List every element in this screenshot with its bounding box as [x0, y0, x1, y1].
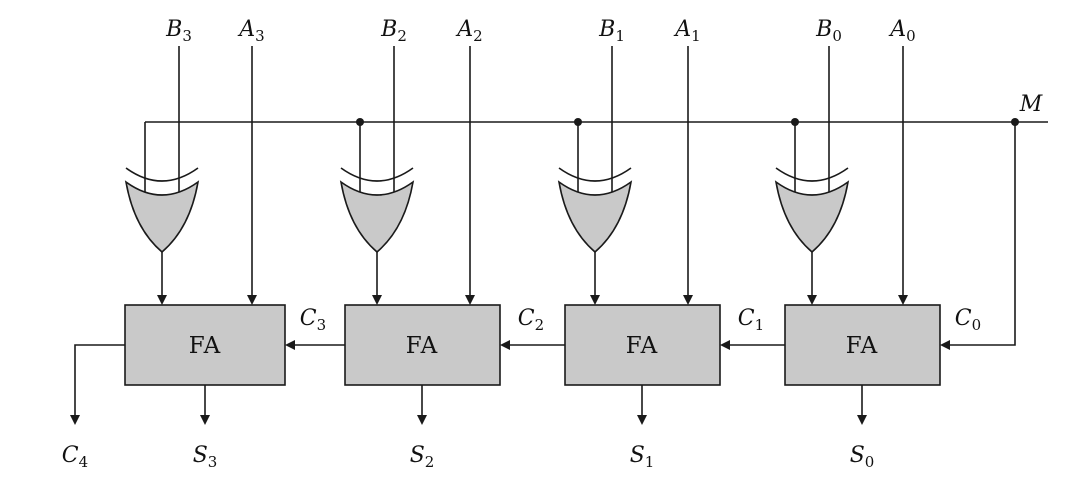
label-s0: S0: [850, 443, 875, 471]
label-s1-sub: 1: [645, 453, 655, 471]
xor2-output-arrowhead: [372, 295, 382, 305]
label-c0-base: C: [955, 306, 972, 331]
label-a1-base: A: [673, 17, 691, 42]
label-c0: C0: [955, 306, 981, 334]
carry-out-arrowhead: [70, 415, 80, 425]
xor-gate-bit2-input-arc: [340, 167, 414, 182]
label-b3-base: B: [165, 17, 182, 42]
fa-label-bit0: FA: [846, 333, 879, 359]
label-a2-sub: 2: [473, 27, 483, 45]
xor-gate-bit1-input-arc: [558, 167, 632, 182]
label-a0-sub: 0: [906, 27, 916, 45]
label-c4: C4: [62, 443, 88, 471]
label-s3-sub: 3: [208, 453, 218, 471]
label-a3: A3: [237, 17, 264, 45]
label-s2-base: S: [410, 443, 425, 468]
label-b1-base: B: [598, 17, 615, 42]
carry1-arrowhead: [720, 340, 730, 350]
carry-out-wire: [74, 344, 125, 416]
label-c2-sub: 2: [535, 316, 545, 334]
label-s1: S1: [630, 443, 655, 471]
label-a0-base: A: [888, 17, 906, 42]
s0-arrowhead: [857, 415, 867, 425]
label-b2-sub: 2: [397, 27, 407, 45]
a2-arrowhead: [465, 295, 475, 305]
xor-gate-bit3: [124, 180, 200, 254]
label-b0-sub: 0: [832, 27, 842, 45]
fa-label-bit1: FA: [626, 333, 659, 359]
junction-dot-bit1: [574, 118, 582, 126]
label-b3: B3: [165, 17, 192, 45]
fa-label-bit3: FA: [189, 333, 222, 359]
carry3-arrowhead: [285, 340, 295, 350]
s2-arrowhead: [417, 415, 427, 425]
label-s0-base: S: [850, 443, 865, 468]
label-s0-sub: 0: [865, 453, 875, 471]
a3-arrowhead: [247, 295, 257, 305]
label-c2: C2: [518, 306, 544, 334]
label-b0: B0: [815, 17, 842, 45]
label-b3-sub: 3: [182, 27, 192, 45]
a0-arrowhead: [898, 295, 908, 305]
xor-gate-bit2: [339, 180, 415, 254]
label-a2-base: A: [455, 17, 473, 42]
label-c3: C3: [300, 306, 326, 334]
label-b2-base: B: [380, 17, 397, 42]
label-b0-base: B: [815, 17, 832, 42]
label-a3-sub: 3: [255, 27, 265, 45]
label-s3: S3: [193, 443, 218, 471]
junction-dot-bit2: [356, 118, 364, 126]
fa-label-bit2: FA: [406, 333, 439, 359]
label-s2-sub: 2: [425, 453, 435, 471]
label-a2: A2: [455, 17, 482, 45]
xor3-output-arrowhead: [157, 295, 167, 305]
label-c2-base: C: [518, 306, 535, 331]
label-c4-base: C: [62, 443, 79, 468]
label-s1-base: S: [630, 443, 645, 468]
label-c3-base: C: [300, 306, 317, 331]
label-b2: B2: [380, 17, 407, 45]
label-a0: A0: [888, 17, 915, 45]
carry0-arrowhead: [940, 340, 950, 350]
s3-arrowhead: [200, 415, 210, 425]
label-c3-sub: 3: [317, 316, 327, 334]
label-b1: B1: [598, 17, 625, 45]
label-c1-sub: 1: [755, 316, 765, 334]
label-s2: S2: [410, 443, 435, 471]
xor1-output-arrowhead: [590, 295, 600, 305]
label-s3-base: S: [193, 443, 208, 468]
xor-gate-bit3-input-arc: [125, 167, 199, 182]
label-b1-sub: 1: [615, 27, 625, 45]
label-c0-sub: 0: [972, 316, 982, 334]
label-a3-base: A: [237, 17, 255, 42]
junction-dot-bit0: [791, 118, 799, 126]
xor-gate-bit0-input-arc: [775, 167, 849, 182]
carry0-wire: [949, 122, 1016, 346]
label-a1-sub: 1: [691, 27, 701, 45]
label-m: M: [1019, 92, 1043, 117]
xor-gate-bit0: [774, 180, 850, 254]
s1-arrowhead: [637, 415, 647, 425]
xor0-output-arrowhead: [807, 295, 817, 305]
carry2-arrowhead: [500, 340, 510, 350]
xor-gate-bit1: [557, 180, 633, 254]
label-c1-base: C: [738, 306, 755, 331]
label-a1: A1: [673, 17, 700, 45]
label-c1: C1: [738, 306, 764, 334]
a1-arrowhead: [683, 295, 693, 305]
label-c4-sub: 4: [79, 453, 89, 471]
